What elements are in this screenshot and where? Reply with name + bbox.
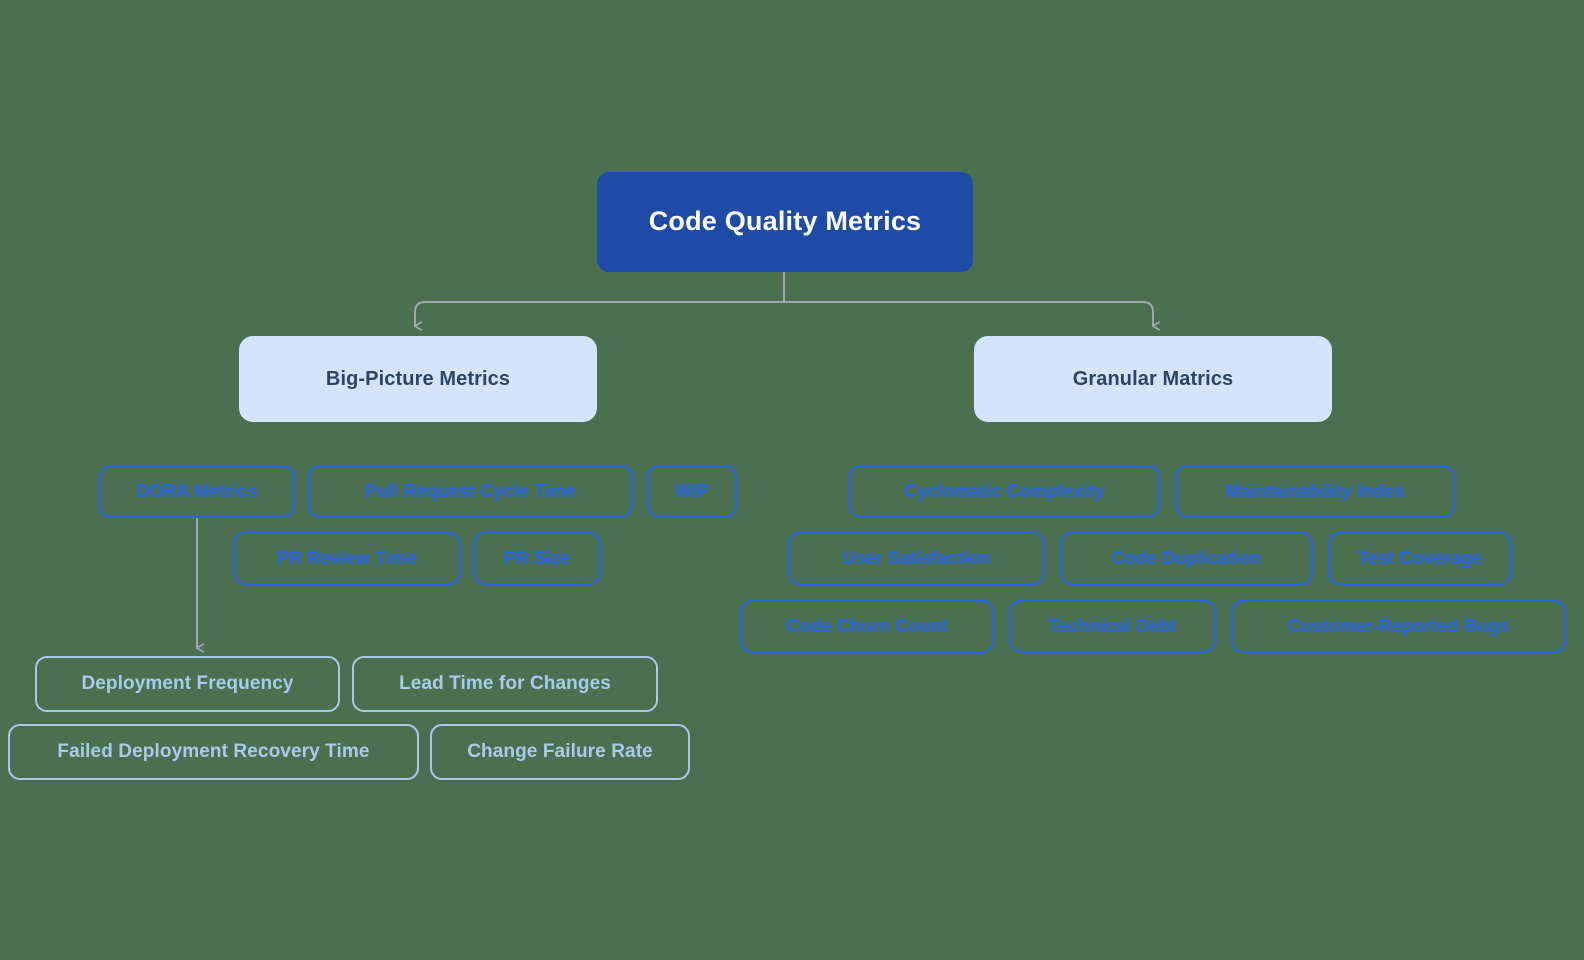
- node-technical-debt[interactable]: Technical Debt: [1009, 600, 1216, 653]
- node-user-satisfaction[interactable]: User Satisfaction: [788, 532, 1045, 585]
- node-code-quality-metrics[interactable]: Code Quality Metrics: [597, 172, 973, 272]
- node-label: Big-Picture Metrics: [325, 367, 511, 390]
- node-deployment-frequency[interactable]: Deployment Frequency: [35, 656, 340, 712]
- node-label: Customer-Reported Bugs: [1287, 616, 1510, 637]
- node-label: Change Failure Rate: [467, 741, 653, 763]
- node-failed-deployment-recovery-time[interactable]: Failed Deployment Recovery Time: [8, 724, 419, 780]
- node-customer-reported-bugs[interactable]: Customer-Reported Bugs: [1231, 600, 1566, 653]
- node-cyclomatic-complexity[interactable]: Cyclomatic Complexity: [849, 465, 1160, 518]
- node-label: WIP: [674, 481, 710, 502]
- node-label: Failed Deployment Recovery Time: [57, 741, 370, 763]
- node-label: Lead Time for Changes: [399, 673, 611, 695]
- node-label: Cyclomatic Complexity: [904, 481, 1105, 502]
- node-wip[interactable]: WIP: [647, 465, 737, 518]
- node-code-duplication[interactable]: Code Duplication: [1060, 532, 1313, 585]
- node-label: Pull Request Cycle Time: [364, 481, 577, 502]
- node-label: Test Coverage: [1357, 548, 1482, 569]
- node-label: Technical Debt: [1048, 616, 1177, 637]
- node-label: Code Duplication: [1111, 548, 1262, 569]
- node-dora-metrics[interactable]: DORA Metrics: [99, 465, 295, 518]
- node-label: PR Size: [503, 548, 571, 569]
- node-label: DORA Metrics: [136, 481, 258, 502]
- node-label: Deployment Frequency: [81, 673, 294, 695]
- node-label: Granular Matrics: [1072, 367, 1234, 390]
- node-pull-request-cycle-time[interactable]: Pull Request Cycle Time: [308, 465, 633, 518]
- node-pr-review-time[interactable]: PR Review Time: [233, 532, 461, 585]
- node-big-picture-metrics[interactable]: Big-Picture Metrics: [239, 336, 597, 422]
- node-maintainability-index[interactable]: Maintainability Index: [1175, 465, 1455, 518]
- node-label: Code Quality Metrics: [648, 206, 922, 237]
- node-pr-size[interactable]: PR Size: [473, 532, 601, 585]
- node-test-coverage[interactable]: Test Coverage: [1328, 532, 1512, 585]
- node-code-churn-count[interactable]: Code Churn Count: [740, 600, 994, 653]
- node-change-failure-rate[interactable]: Change Failure Rate: [430, 724, 690, 780]
- node-label: Maintainability Index: [1225, 481, 1405, 502]
- node-lead-time-for-changes[interactable]: Lead Time for Changes: [352, 656, 658, 712]
- node-label: Code Churn Count: [786, 616, 948, 637]
- node-label: PR Review Time: [276, 548, 418, 569]
- node-label: User Satisfaction: [842, 548, 991, 569]
- node-granular-matrics[interactable]: Granular Matrics: [974, 336, 1332, 422]
